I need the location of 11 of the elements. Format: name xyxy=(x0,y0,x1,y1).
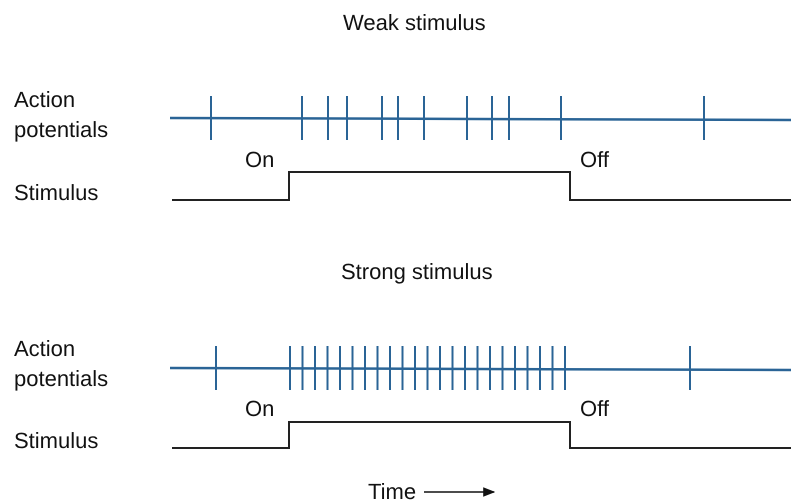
panel-title: Weak stimulus xyxy=(343,10,486,36)
axis-label: Off xyxy=(580,147,609,174)
axis-label: Time xyxy=(368,479,416,504)
axis-label: On xyxy=(245,147,274,174)
panel-title: Strong stimulus xyxy=(341,259,493,286)
axis-label: Action potentials xyxy=(14,86,110,144)
axis-label: On xyxy=(245,396,274,422)
axis-label: Action potentials xyxy=(14,335,110,393)
axis-label: Stimulus xyxy=(14,180,98,206)
axis-label: Off xyxy=(580,396,609,422)
axis-label: Stimulus xyxy=(14,428,98,454)
